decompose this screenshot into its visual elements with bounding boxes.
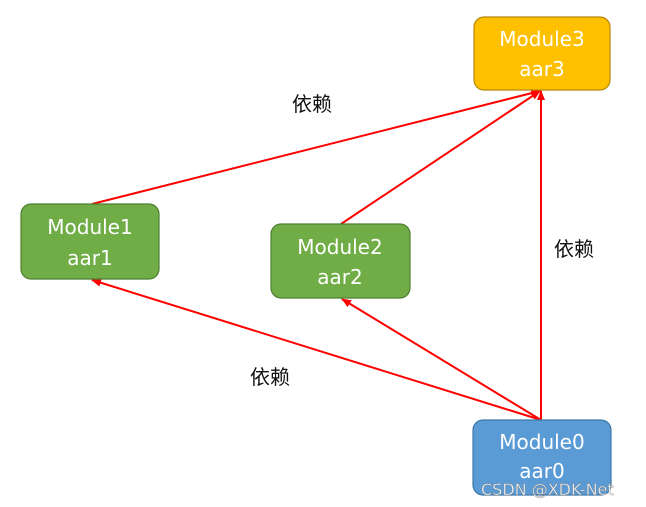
node-module3-subtitle: aar3	[519, 57, 564, 81]
node-module2-box	[270, 223, 411, 299]
watermark-text: CSDN @XDK-Net	[481, 480, 614, 499]
node-module0-subtitle: aar0	[519, 459, 564, 483]
node-module2-title: Module2	[297, 235, 382, 259]
edge-module0-to-module2	[341, 298, 542, 421]
node-module0: Module0 aar0	[472, 419, 612, 496]
node-module0-title: Module0	[499, 430, 584, 454]
node-module1-box	[20, 203, 160, 280]
node-module2: Module2 aar2	[270, 223, 411, 299]
edge-module2-to-module3	[340, 90, 541, 225]
edge-module1-to-module3	[91, 89, 541, 205]
node-module0-box	[472, 419, 612, 496]
edge-label-bottom: 依赖	[250, 365, 290, 389]
node-module3: Module3 aar3	[473, 16, 611, 91]
node-module3-box	[473, 16, 611, 91]
edge-module0-to-module1	[91, 278, 542, 421]
edges-group	[91, 89, 545, 421]
node-module2-subtitle: aar2	[317, 265, 362, 289]
node-module1-title: Module1	[47, 215, 132, 239]
node-module3-title: Module3	[499, 27, 584, 51]
edge-label-right: 依赖	[554, 237, 594, 261]
node-module1: Module1 aar1	[20, 203, 160, 280]
node-module1-subtitle: aar1	[67, 246, 112, 270]
edge-label-top: 依赖	[292, 92, 332, 116]
